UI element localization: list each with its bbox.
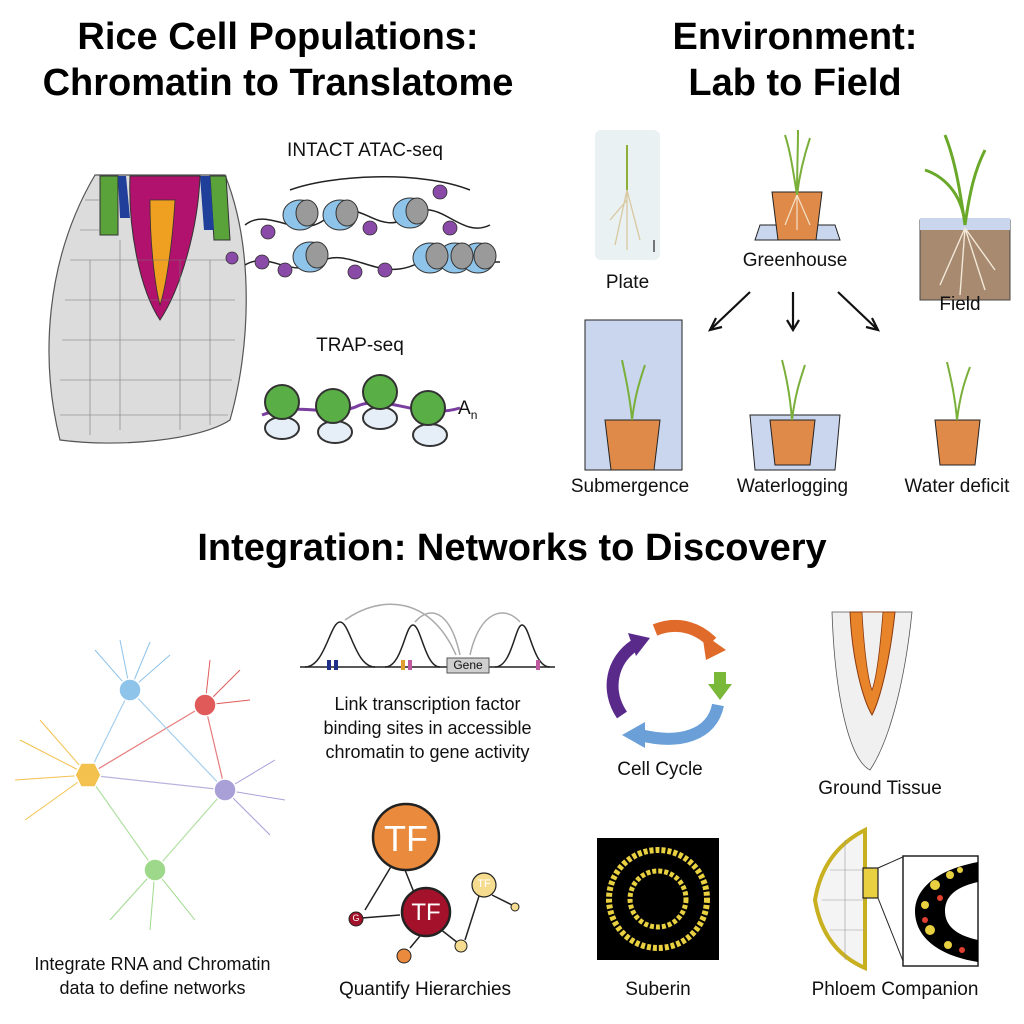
tf-large-label: TF bbox=[384, 818, 428, 859]
cell-cycle-diagram bbox=[606, 620, 732, 748]
tf-small-label: TF bbox=[477, 878, 491, 890]
cells-title-line1: Rice Cell Populations: bbox=[77, 16, 479, 58]
poly-a-label: An bbox=[458, 398, 477, 422]
environment-illustrations bbox=[584, 129, 1011, 471]
environment-title-line2: Lab to Field bbox=[688, 62, 902, 104]
cell-cycle-caption: Cell Cycle bbox=[617, 759, 703, 780]
g-node-label: G bbox=[352, 913, 360, 923]
trap-ribosome-illustration bbox=[261, 374, 461, 447]
atac-seq-label: INTACT ATAC-seq bbox=[287, 140, 443, 161]
phloem-illustration bbox=[812, 826, 979, 972]
network-caption-line2: data to define networks bbox=[59, 978, 246, 998]
submergence-label: Submergence bbox=[570, 476, 690, 497]
cells-title: Rice Cell Populations: Chromatin to Tran… bbox=[0, 14, 556, 106]
link-caption: Link transcription factor binding sites … bbox=[290, 692, 565, 764]
suberin-illustration bbox=[597, 838, 719, 960]
network-caption-line1: Integrate RNA and Chromatin bbox=[34, 954, 271, 974]
tf-medium-label: TF bbox=[411, 899, 441, 926]
poly-a-text: A bbox=[458, 398, 471, 419]
greenhouse-label: Greenhouse bbox=[742, 250, 848, 271]
plate-label: Plate bbox=[605, 272, 650, 293]
link-caption-line2: binding sites in accessible bbox=[323, 718, 532, 738]
water-deficit-label: Water deficit bbox=[904, 476, 1010, 497]
trap-seq-label: TRAP-seq bbox=[316, 335, 404, 356]
network-caption: Integrate RNA and Chromatin data to defi… bbox=[0, 952, 305, 1000]
link-caption-line3: chromatin to gene activity bbox=[325, 742, 530, 762]
poly-a-subscript: n bbox=[470, 407, 478, 422]
chromatin-peaks-diagram bbox=[300, 603, 555, 674]
ground-tissue-caption: Ground Tissue bbox=[818, 778, 942, 799]
environment-title: Environment: Lab to Field bbox=[580, 14, 1010, 106]
network-graph bbox=[14, 639, 286, 931]
integration-title: Integration: Networks to Discovery bbox=[197, 527, 827, 569]
waterlogging-label: Waterlogging bbox=[736, 476, 849, 497]
suberin-caption: Suberin bbox=[625, 979, 691, 1000]
root-tip-illustration bbox=[48, 174, 247, 444]
atac-chromatin-illustration bbox=[225, 176, 500, 280]
phloem-caption: Phloem Companion bbox=[811, 979, 979, 1000]
hierarchy-diagram bbox=[348, 802, 520, 964]
cells-title-line2: Chromatin to Translatome bbox=[42, 62, 514, 104]
hierarchy-caption: Quantify Hierarchies bbox=[338, 979, 512, 1000]
ground-tissue-illustration bbox=[831, 611, 913, 771]
gene-box-label: Gene bbox=[453, 658, 483, 672]
field-label: Field bbox=[939, 294, 981, 315]
environment-title-line1: Environment: bbox=[672, 16, 918, 58]
link-caption-line1: Link transcription factor bbox=[334, 694, 521, 714]
